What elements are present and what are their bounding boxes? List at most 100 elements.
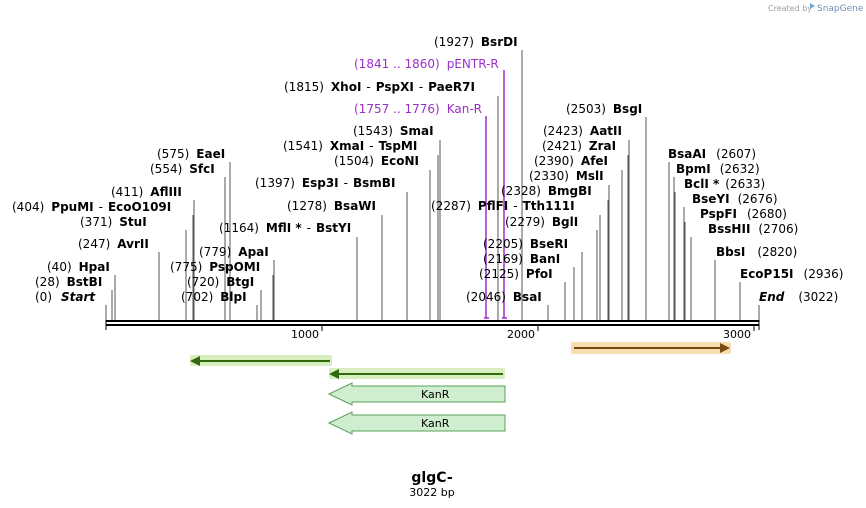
site-label-bcli[interactable]: BclI *(2633) (684, 177, 765, 191)
svg-text:BssHII(2706): BssHII(2706) (708, 222, 798, 236)
site-label-pspomi[interactable]: (775)PspOMI (170, 260, 260, 274)
svg-text:(1757 .. 1776)Kan-R: (1757 .. 1776)Kan-R (354, 102, 482, 116)
site-label-xhoi[interactable]: (1815)XhoI-PspXI-PaeR7I (284, 80, 475, 94)
orange-feature-arrow[interactable] (571, 342, 731, 354)
svg-text:(0)Start: (0)Start (35, 290, 96, 304)
svg-text:(2503)BsgI: (2503)BsgI (566, 102, 642, 116)
site-label-bpmi[interactable]: BpmI(2632) (676, 162, 760, 176)
site-label-apai[interactable]: (779)ApaI (199, 245, 269, 259)
site-label-bstbi[interactable]: (28)BstBI (35, 275, 102, 289)
site-label-bani[interactable]: (2169)BanI (483, 252, 560, 266)
site-label-bsawi[interactable]: (1278)BsaWI (287, 199, 376, 213)
site-label-hpai[interactable]: (40)HpaI (47, 260, 110, 274)
site-label-bbsi[interactable]: BbsI(2820) (716, 245, 797, 259)
svg-text:(2390)AfeI: (2390)AfeI (534, 154, 608, 168)
site-label-msli[interactable]: (2330)MslI (529, 169, 604, 183)
site-label-pfoi[interactable]: (2125)PfoI (479, 267, 553, 281)
site-label-blpi[interactable]: (702)BlpI (181, 290, 247, 304)
svg-text:EcoP15I(2936): EcoP15I(2936) (740, 267, 843, 281)
svg-text:(28)BstBI: (28)BstBI (35, 275, 102, 289)
site-label-bseyi[interactable]: BseYI(2676) (692, 192, 778, 206)
sequence-title: glgC- (411, 470, 452, 486)
site-label-avrii[interactable]: (247)AvrII (78, 237, 149, 251)
svg-text:(1278)BsaWI: (1278)BsaWI (287, 199, 376, 213)
site-label-afliii[interactable]: (411)AflIII (111, 185, 182, 199)
site-label-sfci[interactable]: (554)SfcI (150, 162, 215, 176)
svg-text:BseYI(2676): BseYI(2676) (692, 192, 778, 206)
site-label-start[interactable]: (0)Start (35, 290, 96, 304)
site-label-afei[interactable]: (2390)AfeI (534, 154, 608, 168)
scale-tick-1000: 1000 (291, 328, 319, 341)
svg-text:(40)HpaI: (40)HpaI (47, 260, 110, 274)
site-label-smai[interactable]: (1543)SmaI (353, 124, 434, 138)
svg-text:(2205)BseRI: (2205)BseRI (483, 237, 568, 251)
feature-kanr-2-label: KanR (421, 417, 450, 430)
site-label-ecop15i[interactable]: EcoP15I(2936) (740, 267, 843, 281)
svg-text:(554)SfcI: (554)SfcI (150, 162, 215, 176)
svg-text:BpmI(2632): BpmI(2632) (676, 162, 760, 176)
svg-text:(575)EaeI: (575)EaeI (157, 147, 225, 161)
brand-text: SnapGene (817, 4, 864, 14)
site-label-aatii[interactable]: (2423)AatII (543, 124, 622, 138)
site-label-bgli[interactable]: (2279)BglI (505, 215, 578, 229)
svg-text:(702)BlpI: (702)BlpI (181, 290, 247, 304)
svg-text:BclI *(2633): BclI *(2633) (684, 177, 765, 191)
svg-text:(1927)BsrDI: (1927)BsrDI (434, 35, 518, 49)
svg-text:(2421)ZraI: (2421)ZraI (542, 139, 616, 153)
scale-tick-2000: 2000 (507, 328, 535, 341)
sequence-length: 3022 bp (409, 486, 454, 499)
svg-text:(2169)BanI: (2169)BanI (483, 252, 560, 266)
svg-text:(1841 .. 1860)pENTR-R: (1841 .. 1860)pENTR-R (354, 57, 499, 71)
green-feature-arrow-right[interactable] (329, 368, 505, 379)
site-label-end[interactable]: End(3022) (759, 290, 838, 304)
site-label-bsaai[interactable]: BsaAI(2607) (668, 147, 756, 161)
svg-text:(404)PpuMI-EcoO109I: (404)PpuMI-EcoO109I (12, 200, 171, 214)
site-label-bsrdi[interactable]: (1927)BsrDI (434, 35, 518, 49)
green-feature-arrow-left[interactable] (190, 355, 332, 366)
site-label-bsgi[interactable]: (2503)BsgI (566, 102, 642, 116)
svg-text:(2279)BglI: (2279)BglI (505, 215, 578, 229)
site-label-bmgbi[interactable]: (2328)BmgBI (501, 184, 592, 198)
site-label-stui[interactable]: (371)StuI (80, 215, 147, 229)
svg-text:End(3022): End(3022) (759, 290, 838, 304)
svg-text:(2328)BmgBI: (2328)BmgBI (501, 184, 592, 198)
primer-label-kan-r[interactable]: (1757 .. 1776)Kan-R (354, 102, 482, 116)
svg-text:(1164)MflI *-BstYI: (1164)MflI *-BstYI (219, 221, 351, 235)
site-label-bsshii[interactable]: BssHII(2706) (708, 222, 798, 236)
svg-text:(779)ApaI: (779)ApaI (199, 245, 269, 259)
feature-kanr-1-label: KanR (421, 388, 450, 401)
svg-text:PspFI(2680): PspFI(2680) (700, 207, 787, 221)
svg-text:(2287)PflFI-Tth111I: (2287)PflFI-Tth111I (431, 199, 575, 213)
site-label-btgi[interactable]: (720)BtgI (187, 275, 254, 289)
site-label-pflfi[interactable]: (2287)PflFI-Tth111I (431, 199, 575, 213)
site-label-xmai[interactable]: (1541)XmaI-TspMI (283, 139, 417, 153)
site-marker-lines (105, 50, 760, 320)
svg-text:(775)PspOMI: (775)PspOMI (170, 260, 260, 274)
site-label-bseri[interactable]: (2205)BseRI (483, 237, 568, 251)
primer-label-pentr-r[interactable]: (1841 .. 1860)pENTR-R (354, 57, 499, 71)
svg-text:(2423)AatII: (2423)AatII (543, 124, 622, 138)
feature-kanr-1[interactable]: KanR (327, 382, 506, 406)
site-label-mfli[interactable]: (1164)MflI *-BstYI (219, 221, 351, 235)
svg-text:(1541)XmaI-TspMI: (1541)XmaI-TspMI (283, 139, 417, 153)
snapgene-logo-icon (810, 3, 815, 9)
svg-text:(2046)BsaI: (2046)BsaI (466, 290, 542, 304)
site-label-econi[interactable]: (1504)EcoNI (334, 154, 419, 168)
site-label-eaei[interactable]: (575)EaeI (157, 147, 225, 161)
svg-text:(371)StuI: (371)StuI (80, 215, 147, 229)
svg-text:BbsI(2820): BbsI(2820) (716, 245, 797, 259)
site-label-bsai[interactable]: (2046)BsaI (466, 290, 542, 304)
site-label-pspfi[interactable]: PspFI(2680) (700, 207, 787, 221)
svg-text:(247)AvrII: (247)AvrII (78, 237, 149, 251)
svg-text:(1504)EcoNI: (1504)EcoNI (334, 154, 419, 168)
sequence-backbone[interactable] (105, 315, 760, 331)
site-label-ppumi[interactable]: (404)PpuMI-EcoO109I (12, 200, 171, 214)
svg-text:(1397)Esp3I-BsmBI: (1397)Esp3I-BsmBI (255, 176, 395, 190)
site-label-zrai[interactable]: (2421)ZraI (542, 139, 616, 153)
svg-text:BsaAI(2607): BsaAI(2607) (668, 147, 756, 161)
site-label-esp3i[interactable]: (1397)Esp3I-BsmBI (255, 176, 395, 190)
primer-markers[interactable] (484, 70, 507, 319)
feature-kanr-2[interactable]: KanR (327, 411, 506, 435)
svg-text:(2330)MslI: (2330)MslI (529, 169, 604, 183)
